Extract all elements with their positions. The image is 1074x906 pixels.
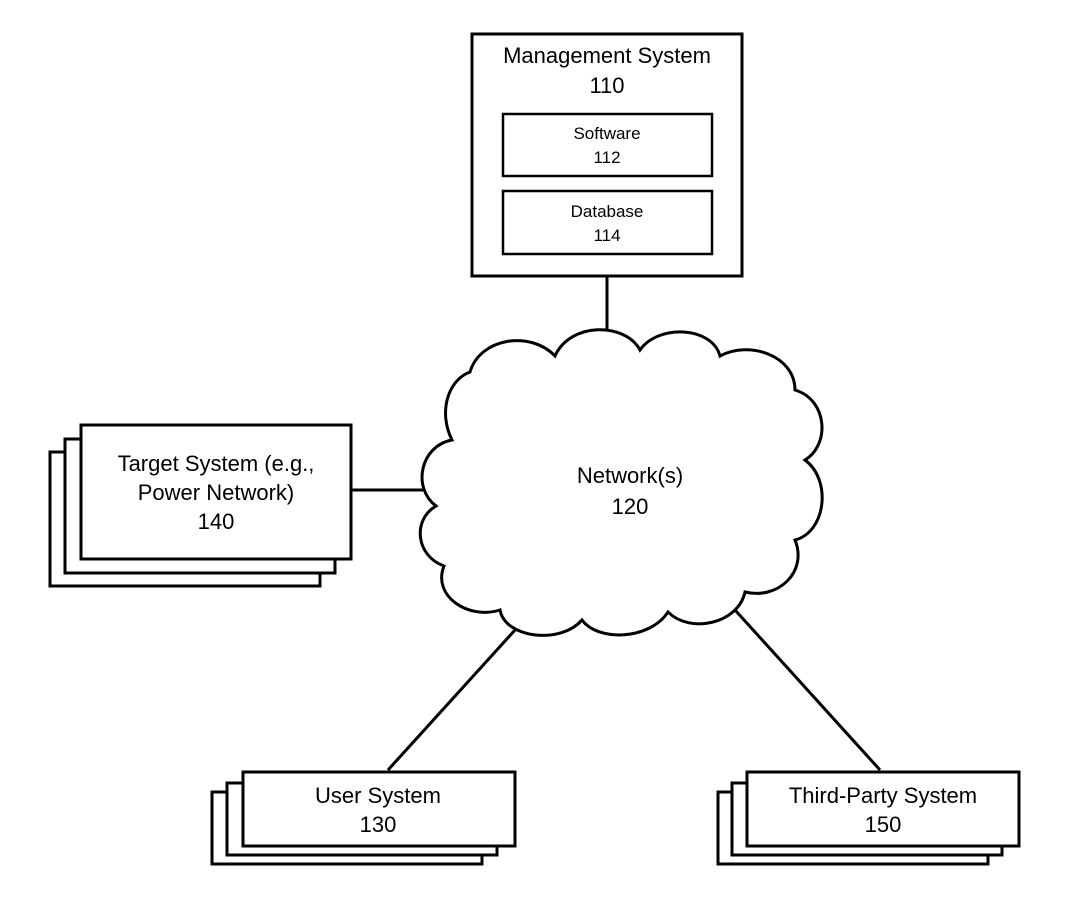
target-system-number: 140 xyxy=(198,509,235,534)
database-label: Database xyxy=(571,202,644,221)
third-party-system-label: Third-Party System xyxy=(789,783,977,808)
database-number: 114 xyxy=(593,226,620,245)
user-system-number: 130 xyxy=(360,812,397,837)
network-label: Network(s) xyxy=(577,463,683,488)
connector-third-party-network xyxy=(735,610,880,770)
target-system-line2: Power Network) xyxy=(138,480,294,505)
software-number: 112 xyxy=(593,148,620,167)
target-system-line1: Target System (e.g., xyxy=(118,451,315,476)
management-system-number: 110 xyxy=(589,73,624,98)
database-node: Database 114 xyxy=(503,191,712,254)
third-party-system-node: Third-Party System 150 xyxy=(718,772,1019,864)
user-system-node: User System 130 xyxy=(212,772,515,864)
user-system-label: User System xyxy=(315,783,441,808)
network-number: 120 xyxy=(612,494,649,519)
software-label: Software xyxy=(573,124,640,143)
connector-user-network xyxy=(388,630,515,770)
management-system-title: Management System xyxy=(503,43,711,68)
management-system-node: Management System 110 Software 112 Datab… xyxy=(472,34,742,276)
software-node: Software 112 xyxy=(503,114,712,176)
target-system-node: Target System (e.g., Power Network) 140 xyxy=(50,425,351,586)
third-party-system-number: 150 xyxy=(865,812,902,837)
network-node: Network(s) 120 xyxy=(420,330,822,636)
